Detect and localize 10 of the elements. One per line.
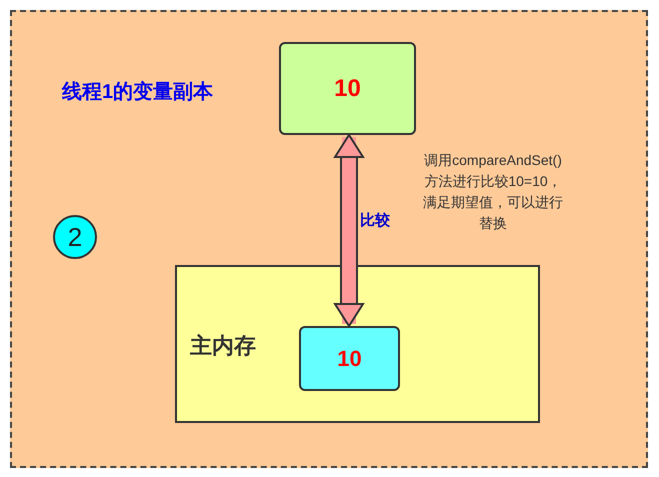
value-box <box>299 326 400 391</box>
node-text: 10 <box>337 345 362 373</box>
note-text: 调用compareAndSet()方法进行比较10=10，满足期望值，可以进行替换 <box>422 151 564 233</box>
dashed-frame <box>10 10 648 468</box>
node-text: 10 <box>334 74 361 104</box>
node-text: 2 <box>68 220 82 254</box>
node-text: 主内存 <box>190 332 256 360</box>
memory-box <box>175 265 540 423</box>
copy-box <box>279 42 416 135</box>
node-caption: 线程1的变量副本 <box>62 80 214 105</box>
